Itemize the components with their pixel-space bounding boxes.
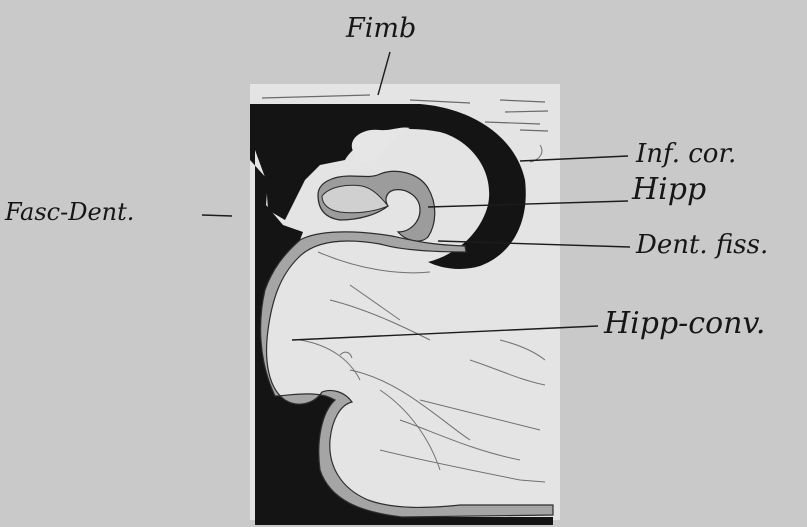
leader-fasc-dent [202,215,232,216]
label-hipp-conv: Hipp-conv. [604,309,765,339]
label-dent-fiss: Dent. fiss. [636,232,768,258]
label-inf-cor: Inf. cor. [636,141,736,167]
label-hipp: Hipp [632,175,706,205]
label-fasc-dent: Fasc-Dent. [5,200,134,224]
label-fimb: Fimb [346,15,416,42]
